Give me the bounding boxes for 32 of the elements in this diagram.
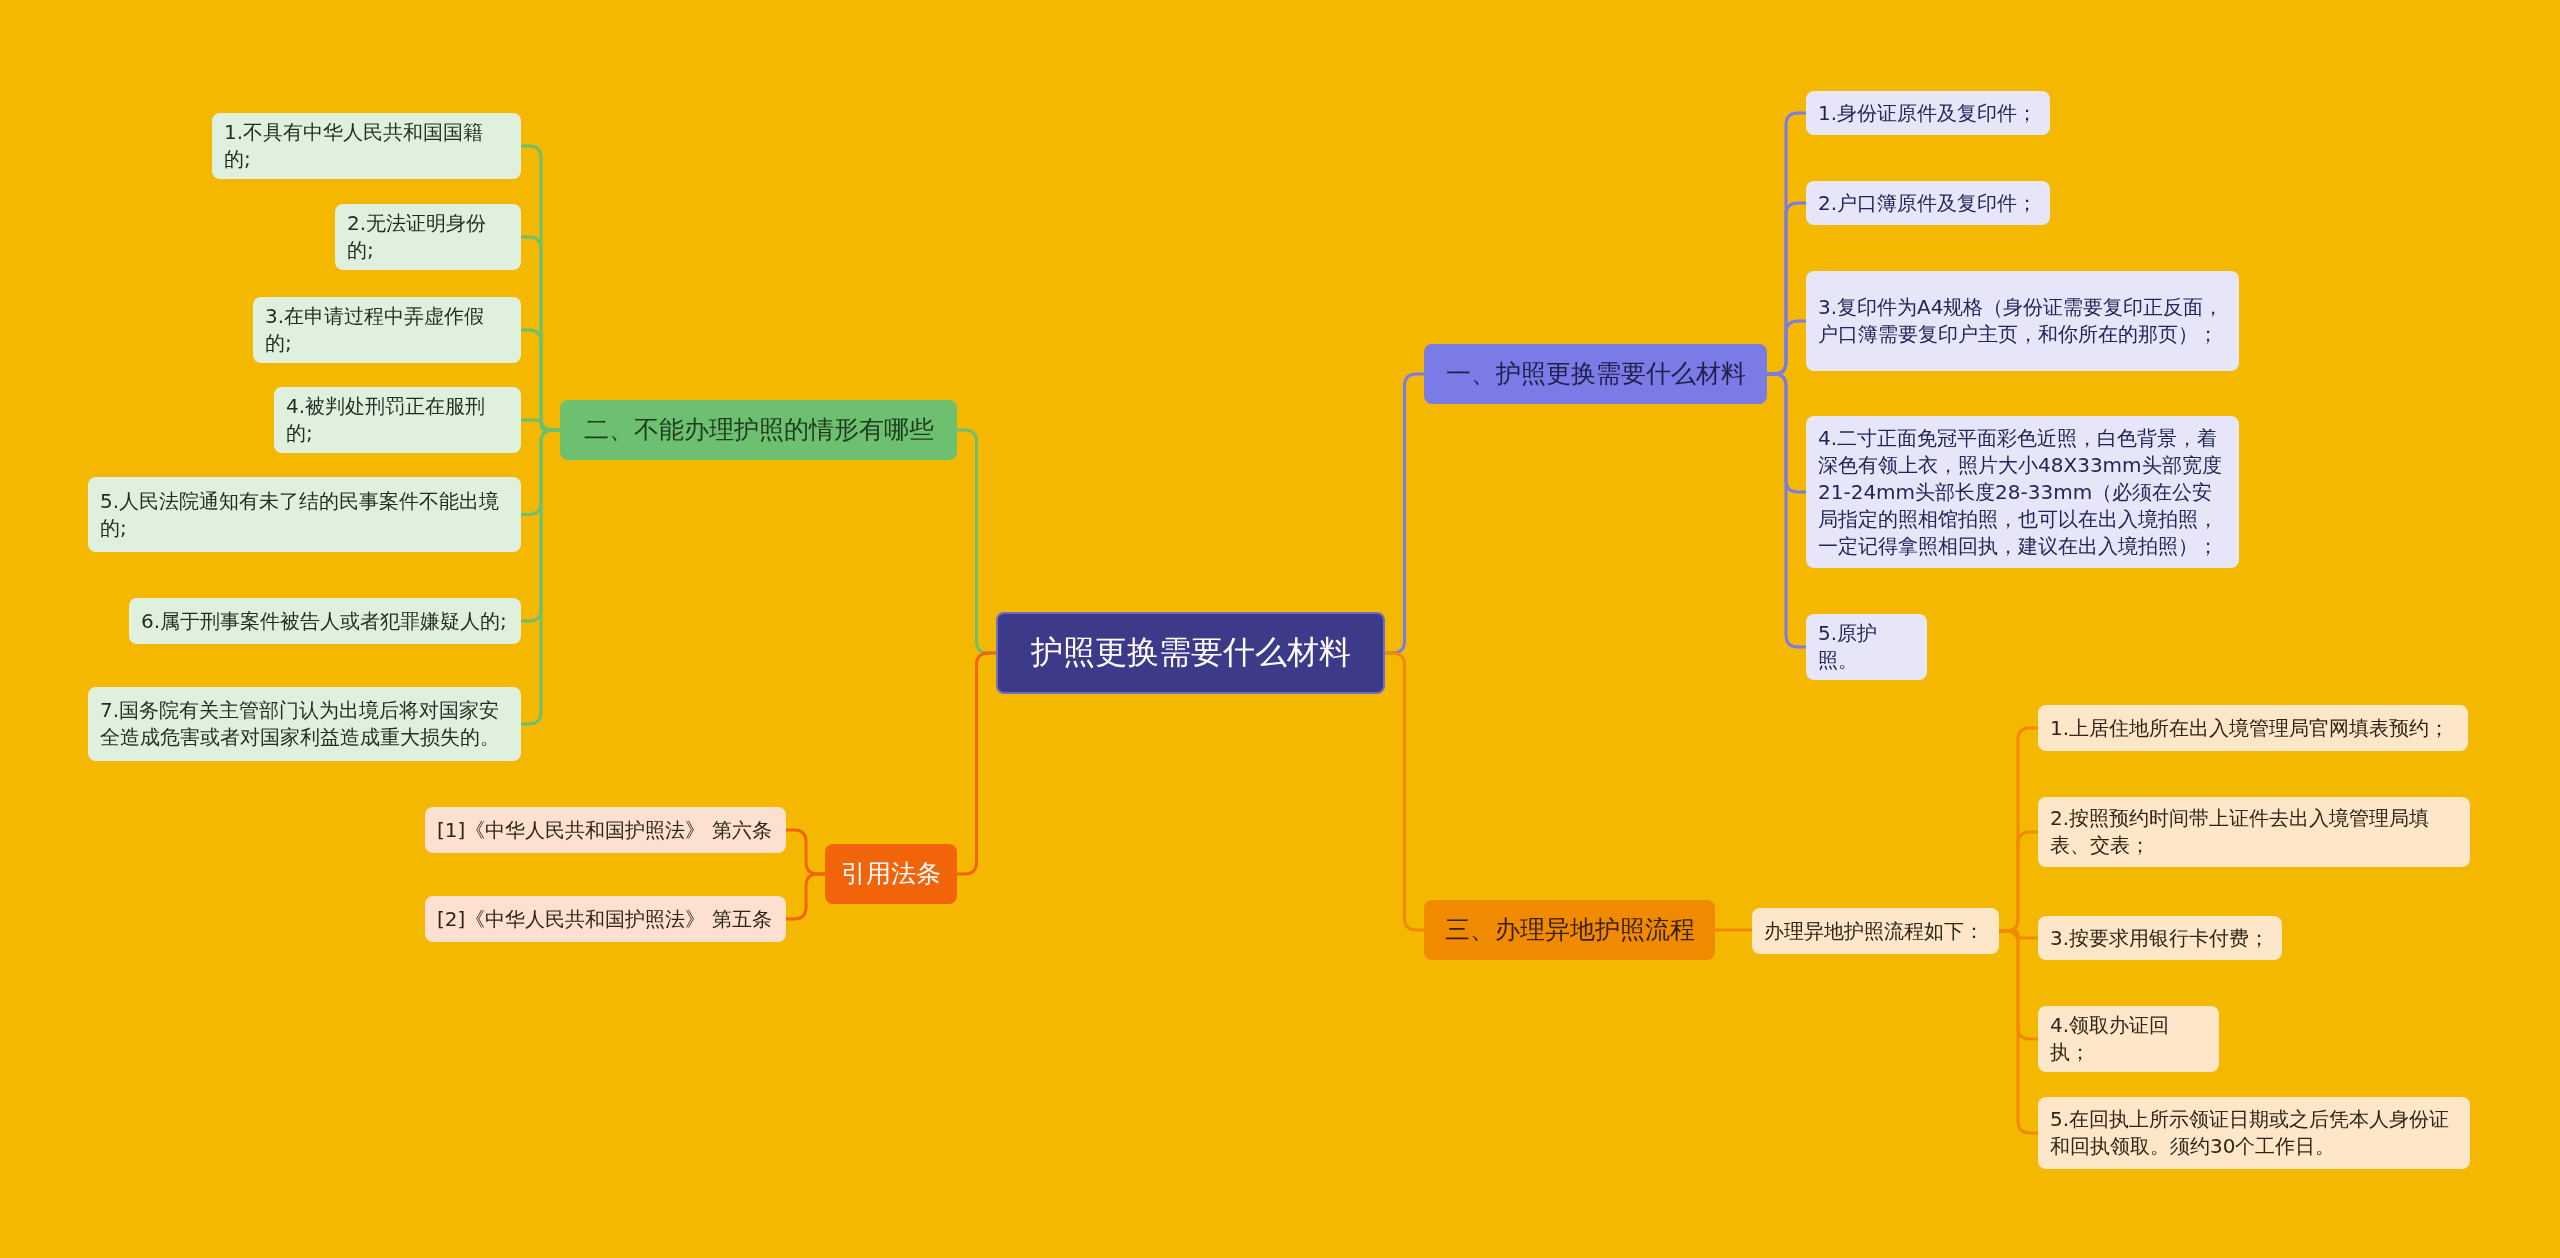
subtopic-box: 6.属于刑事案件被告人或者犯罪嫌疑人的; — [129, 598, 521, 644]
subtopic-box: 3.复印件为A4规格（身份证需要复印正反面，户口簿需要复印户主页，和你所在的那页）； — [1806, 271, 2239, 371]
branch-topic-box: 引用法条 — [825, 844, 957, 904]
branch-topic-box: 三、办理异地护照流程 — [1424, 900, 1715, 960]
subtopic-box: 4.领取办证回执； — [2038, 1006, 2219, 1072]
subtopic-box: 1.不具有中华人民共和国国籍的; — [212, 113, 521, 179]
subtopic-box: 3.在申请过程中弄虚作假的; — [253, 297, 521, 363]
branch-topic-box: 二、不能办理护照的情形有哪些 — [560, 400, 957, 460]
branch-topic-box: 一、护照更换需要什么材料 — [1424, 344, 1767, 404]
connector-line — [957, 651, 996, 876]
root-topic-box: 护照更换需要什么材料 — [996, 612, 1385, 694]
subtopic-box: [2]《中华人民共和国护照法》 第五条 — [425, 896, 786, 942]
subtopic-box: 7.国务院有关主管部门认为出境后将对国家安全造成危害或者对国家利益造成重大损失的。 — [88, 687, 521, 761]
subtopic-box: 4.二寸正面免冠平面彩色近照，白色背景，着深色有领上衣，照片大小48X33mm头部宽度21-24mm头部长度28-33mm（必须在公安局指定的照相馆拍照，也可以在出入境拍照，一定记得拿照相回执，建议在出入境拍照）； — [1806, 416, 2239, 568]
subtopic-box: 5.人民法院通知有未了结的民事案件不能出境的; — [88, 477, 521, 552]
subtopic-box: 5.原护照。 — [1806, 614, 1927, 680]
connector-line — [786, 872, 825, 921]
subtopic-box: 1.上居住地所在出入境管理局官网填表预约； — [2038, 705, 2468, 751]
subtopic-box: 2.按照预约时间带上证件去出入境管理局填表、交表； — [2038, 797, 2470, 867]
subtopic-box: 3.按要求用银行卡付费； — [2038, 916, 2282, 960]
subtopic-box: 办理异地护照流程如下： — [1752, 908, 1999, 954]
connector-line — [1767, 372, 1806, 649]
subtopic-box: 1.身份证原件及复印件； — [1806, 91, 2050, 135]
subtopic-box: 5.在回执上所示领证日期或之后凭本人身份证和回执领取。须约30个工作日。 — [2038, 1097, 2470, 1169]
connector-line — [1999, 929, 2038, 1135]
connector-line — [1385, 651, 1424, 932]
subtopic-box: 4.被判处刑罚正在服刑的; — [274, 387, 521, 453]
subtopic-box: 2.无法证明身份的; — [335, 204, 521, 270]
connector-line — [521, 428, 560, 726]
subtopic-box: [1]《中华人民共和国护照法》 第六条 — [425, 807, 786, 853]
connector-line — [1715, 928, 1752, 932]
subtopic-box: 2.户口簿原件及复印件； — [1806, 181, 2050, 225]
